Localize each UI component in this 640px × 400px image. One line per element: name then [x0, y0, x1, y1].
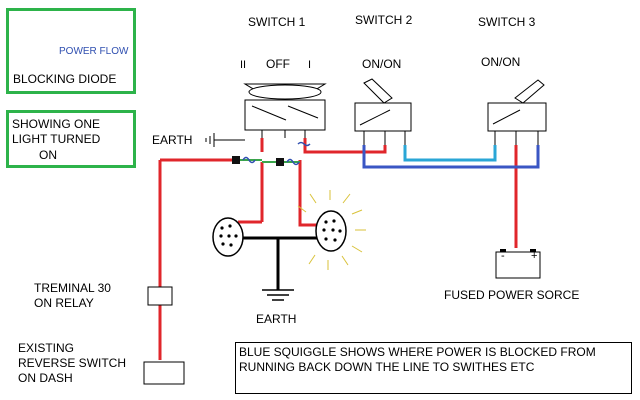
green-wires [232, 159, 300, 163]
terminal-label-1: TREMINAL 30 [34, 281, 111, 295]
earth-label-top: EARTH [152, 133, 193, 147]
blue-squiggle-switch1 [297, 141, 311, 147]
earth-symbol-bottom [262, 289, 294, 301]
showing-line2: LIGHT TURNED [12, 132, 101, 146]
showing-line3: ON [39, 148, 57, 162]
switch-2-title: SWITCH 2 [355, 13, 413, 27]
inline-diode-1 [232, 156, 256, 164]
light-on-legend-box: SHOWING ONE LIGHT TURNED ON [6, 110, 136, 168]
switch-2-state: ON/ON [362, 57, 402, 71]
switch-3-title: SWITCH 3 [478, 15, 536, 29]
note-line-2: RUNNING BACK DOWN THE LINE TO SWITHES ET… [239, 360, 535, 374]
showing-line1: SHOWING ONE [12, 117, 101, 131]
switch-3-state: ON/ON [481, 55, 521, 69]
battery-minus: - [501, 250, 505, 262]
blue-wires [362, 145, 540, 169]
terminal-label-2: ON RELAY [34, 296, 94, 310]
existing-label-2: REVERSE SWITCH [18, 356, 127, 370]
earth-label-bottom: EARTH [256, 312, 297, 326]
switch-1 [243, 83, 327, 138]
battery [495, 249, 541, 279]
relay-terminal-box [147, 286, 173, 306]
power-flow-label: POWER FLOW [59, 46, 129, 57]
existing-label-3: ON DASH [18, 371, 73, 385]
switch-1-off: OFF [266, 57, 290, 71]
inline-diode-2 [276, 158, 300, 166]
note-line-1: BLUE SQUIGGLE SHOWS WHERE POWER IS BLOCK… [239, 345, 596, 359]
diode-legend-box: POWER FLOW BLOCKING DIODE [6, 8, 136, 94]
battery-plus: + [531, 250, 538, 262]
reverse-switch-box [143, 361, 185, 385]
blocked-power-note: BLUE SQUIGGLE SHOWS WHERE POWER IS BLOCK… [235, 342, 632, 394]
switch-1-pos-ii: II [240, 59, 247, 71]
switch-2 [354, 78, 412, 145]
switch-1-pos-i: I [308, 59, 312, 71]
lamp-wiring [238, 236, 320, 290]
earth-symbol-top [205, 133, 245, 147]
switch-3 [487, 79, 547, 145]
fused-power-label: FUSED POWER SORCE [444, 288, 580, 302]
lamp-on [297, 190, 366, 270]
existing-label-1: EXISTING [18, 341, 75, 355]
lamp-off [212, 217, 244, 257]
switch-1-title: SWITCH 1 [248, 15, 306, 29]
blocking-diode-label: BLOCKING DIODE [13, 72, 117, 86]
